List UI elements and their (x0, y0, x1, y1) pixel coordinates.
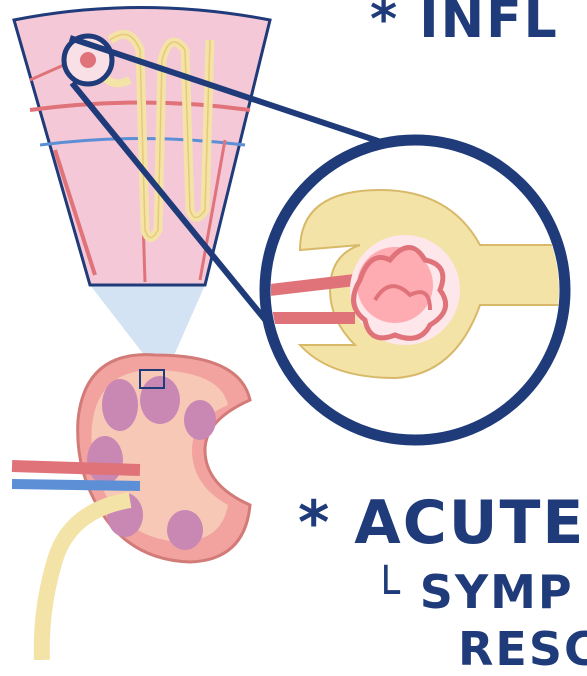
nephron-section-icon (14, 8, 270, 286)
kidney-illustration-icon (12, 355, 250, 660)
subheading-symptom: └ SYMP (372, 565, 574, 619)
magnification-cone (90, 285, 205, 360)
heading-top: * INFL (370, 0, 559, 50)
illustration (0, 0, 587, 660)
heading-acute: * ACUTE (298, 488, 585, 558)
subheading-resolve: RESC (458, 622, 587, 676)
glomerulus-magnified-icon (265, 140, 587, 440)
